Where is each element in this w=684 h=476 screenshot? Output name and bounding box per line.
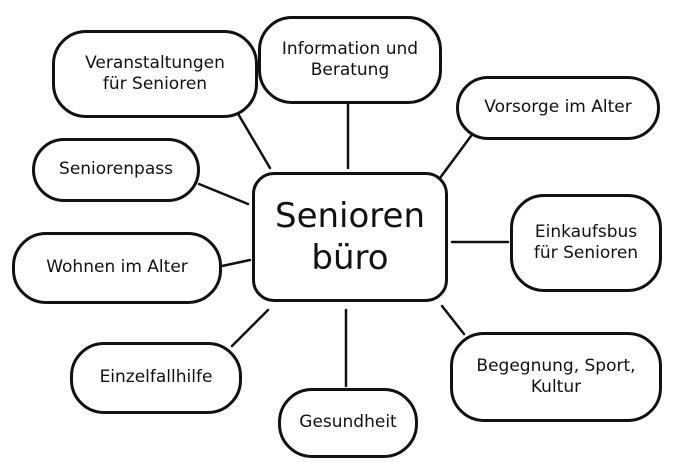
node-information-beratung: Information und Beratung: [258, 16, 442, 104]
connector-seniorenpass: [197, 182, 250, 206]
node-einzelfallhilfe: Einzelfallhilfe: [70, 342, 242, 414]
node-einkaufsbus: Einkaufsbus für Senioren: [510, 194, 662, 292]
node-begegnung: Begegnung, Sport, Kultur: [450, 332, 662, 422]
connector-einzelfallhilfe: [230, 308, 270, 348]
connector-begegnung: [440, 304, 466, 336]
node-seniorenpass: Seniorenpass: [32, 138, 200, 202]
connector-veranstaltungen: [235, 110, 272, 170]
node-vorsorge: Vorsorge im Alter: [456, 76, 660, 140]
node-wohnen: Wohnen im Alter: [12, 232, 222, 304]
node-gesundheit: Gesundheit: [278, 388, 418, 458]
center-node-seniorenbuero: Senioren büro: [252, 172, 448, 302]
connector-vorsorge: [438, 134, 473, 180]
node-veranstaltungen: Veranstaltungen für Senioren: [52, 30, 258, 118]
connector-wohnen: [220, 258, 252, 268]
